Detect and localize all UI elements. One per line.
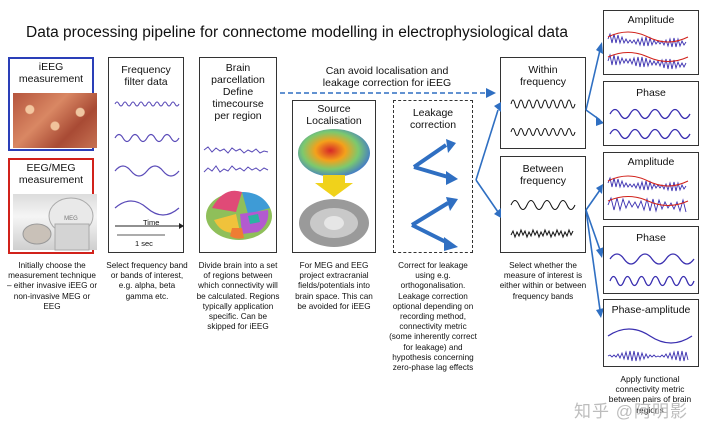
meg-scanner-photo: MEG bbox=[13, 194, 97, 251]
ieeg-measurement-box: iEEG measurement bbox=[8, 57, 97, 151]
amplitude-envelope-waves-between bbox=[607, 175, 689, 213]
metric-phase-amplitude-label: Phase-amplitude bbox=[611, 304, 691, 316]
parcellation-caption: Divide brain into a set of regions betwe… bbox=[196, 261, 280, 332]
final-caption: Apply functional connectivity metric bet… bbox=[608, 374, 692, 415]
metric-phase-within: Phase bbox=[603, 81, 699, 146]
parcellation-graphics bbox=[203, 146, 272, 240]
within-frequency-box: Within frequency bbox=[500, 57, 586, 149]
within-frequency-label: Within frequency bbox=[519, 64, 567, 88]
frequency-waves bbox=[114, 101, 184, 236]
metric-phase-amplitude: Phase-amplitude bbox=[603, 299, 699, 367]
high-frequency-wave bbox=[114, 101, 180, 107]
orthogonalisation-arrows bbox=[410, 139, 458, 251]
leakage-correction-box: Leakage correction bbox=[393, 100, 473, 253]
source-localisation-graphics bbox=[298, 129, 370, 247]
leakage-correction-label: Leakage correction bbox=[409, 107, 457, 131]
phase-waves bbox=[609, 108, 691, 140]
low-frequency-wave bbox=[114, 165, 180, 177]
between-frequency-label: Between frequency bbox=[519, 163, 567, 187]
metric-phase-between-label: Phase bbox=[636, 232, 666, 244]
watermark: 知乎 @阿明影 bbox=[574, 402, 688, 421]
source-localisation-box: Source Localisation bbox=[292, 100, 376, 253]
parcellation-box: Brain parcellation Define timecourse per… bbox=[199, 57, 277, 253]
branch-arrows bbox=[475, 102, 501, 218]
projection-arrow bbox=[315, 175, 353, 197]
metric-amplitude-within-label: Amplitude bbox=[627, 14, 675, 26]
region-timecourse-2 bbox=[203, 165, 269, 173]
region-timecourse-1 bbox=[203, 146, 269, 154]
metric-amplitude-within: Amplitude bbox=[603, 10, 699, 75]
skip-localisation-note: Can avoid localisation and leakage corre… bbox=[322, 65, 452, 89]
metric-phase-within-label: Phase bbox=[636, 87, 666, 99]
time-scale-label: 1 sec bbox=[135, 239, 153, 248]
eeg-meg-measurement-box: EEG/MEG measurement MEG bbox=[8, 158, 97, 254]
leakage-correction-caption: Correct for leakage using e.g. orthogona… bbox=[389, 261, 477, 373]
measurement-caption: Initially choose the measurement techniq… bbox=[6, 261, 98, 311]
measure-caption: Select whether the measure of interest i… bbox=[499, 261, 587, 301]
between-frequency-waves bbox=[510, 200, 576, 239]
between-frequency-box: Between frequency bbox=[500, 156, 586, 253]
phase-amplitude-waves bbox=[607, 328, 693, 362]
meg-scanner-illustration: MEG bbox=[22, 197, 94, 251]
time-axis-label: Time bbox=[143, 218, 160, 227]
svg-text:MEG: MEG bbox=[64, 216, 78, 222]
source-localisation-label: Source Localisation bbox=[306, 103, 362, 127]
ieeg-electrode-photo bbox=[13, 93, 97, 148]
slow-wave bbox=[114, 200, 180, 216]
metric-amplitude-between-label: Amplitude bbox=[627, 156, 675, 168]
scalp-field-map bbox=[298, 129, 370, 177]
eeg-meg-measurement-label: EEG/MEG measurement bbox=[18, 162, 84, 186]
phase-waves-between bbox=[609, 253, 695, 287]
amplitude-envelope-waves bbox=[607, 31, 689, 70]
metric-arrows bbox=[585, 42, 604, 318]
frequency-caption: Select frequency band or bands of intere… bbox=[106, 261, 188, 301]
metric-phase-between: Phase bbox=[603, 226, 699, 294]
ieeg-measurement-label: iEEG measurement bbox=[18, 61, 84, 85]
parcellation-label: Brain parcellation Define timecourse per… bbox=[211, 62, 265, 122]
frequency-filter-label: Frequency filter data bbox=[121, 64, 171, 88]
page-title: Data processing pipeline for connectome … bbox=[26, 24, 568, 41]
frequency-filter-box: Frequency filter data Time 1 sec bbox=[108, 57, 184, 253]
within-frequency-waves bbox=[510, 99, 576, 136]
metric-amplitude-between: Amplitude bbox=[603, 152, 699, 220]
skip-dashed-arrow bbox=[280, 88, 496, 98]
source-localisation-caption: For MEG and EEG project extracranial fie… bbox=[295, 261, 373, 311]
mid-frequency-wave bbox=[114, 133, 180, 143]
parcellated-brain-icon bbox=[206, 190, 272, 240]
